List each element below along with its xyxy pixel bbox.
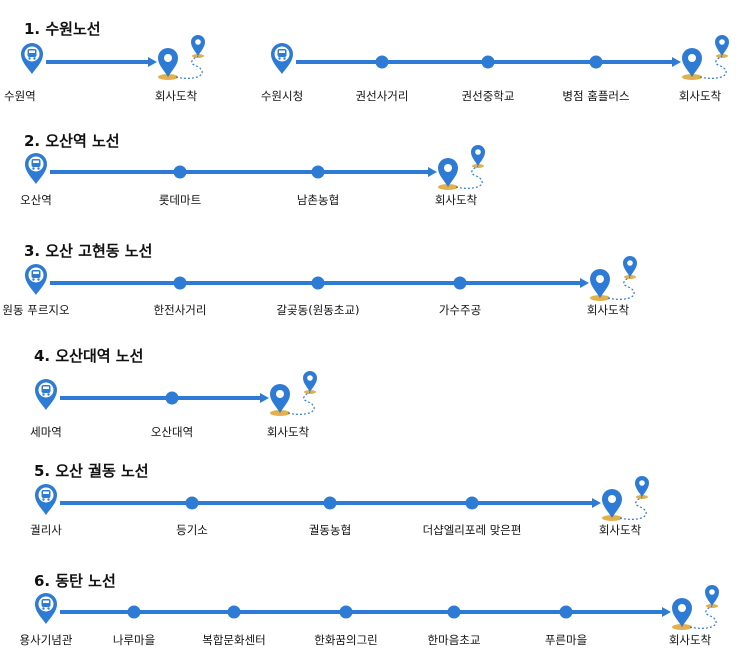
- stop-dot: [173, 276, 187, 290]
- destination-pin-icon: [590, 256, 637, 301]
- route-title: 4. 오산대역 노선: [34, 347, 144, 365]
- bus-stop-pin-icon: [25, 264, 47, 295]
- stop-label: 복합문화센터: [202, 633, 266, 647]
- stop-dot: [165, 391, 179, 405]
- stop-label: 오산역: [20, 193, 52, 207]
- stop-dot: [481, 55, 495, 69]
- stop-label: 푸른마을: [544, 633, 588, 647]
- stop-dot: [311, 165, 325, 179]
- route-title: 1. 수원노선: [24, 20, 101, 38]
- destination-pin-icon: [682, 35, 729, 80]
- stop-label: 남촌농협: [296, 193, 340, 207]
- stop-label: 갈곶동(원동초교): [276, 303, 360, 317]
- arrow-head-icon: [428, 167, 437, 177]
- stop-dot: [339, 605, 353, 619]
- stop-dot: [127, 605, 141, 619]
- stop-dot: [559, 605, 573, 619]
- stop-label: 등기소: [176, 523, 208, 537]
- arrow-head-icon: [580, 278, 589, 288]
- stop-label: 권선사거리: [355, 89, 409, 103]
- arrow-head-icon: [260, 393, 269, 403]
- stop-label: 오산대역: [150, 425, 194, 439]
- stop-dot: [589, 55, 603, 69]
- bus-stop-pin-icon: [35, 593, 57, 624]
- stop-label: 수원역: [4, 89, 36, 103]
- arrow-head-icon: [672, 57, 681, 67]
- stop-dot: [453, 276, 467, 290]
- destination-pin-icon: [672, 585, 719, 630]
- stop-label: 회사도착: [668, 633, 712, 647]
- bus-stop-pin-icon: [35, 484, 57, 515]
- bus-stop-pin-icon: [25, 153, 47, 184]
- stop-label: 수원시청: [260, 89, 304, 103]
- stop-dot: [323, 496, 337, 510]
- route-title: 5. 오산 궐동 노선: [34, 462, 149, 480]
- stop-label: 가수주공: [438, 303, 482, 317]
- destination-pin-icon: [158, 35, 205, 80]
- stop-label: 한전사거리: [153, 303, 207, 317]
- stop-label: 회사도착: [266, 425, 310, 439]
- stop-dot: [311, 276, 325, 290]
- destination-pin-icon: [602, 476, 649, 521]
- stop-dot: [447, 605, 461, 619]
- stop-label: 한화꿈의그린: [314, 633, 378, 647]
- route-title: 3. 오산 고현동 노선: [24, 242, 153, 260]
- arrow-head-icon: [662, 607, 671, 617]
- stop-label: 회사도착: [434, 193, 478, 207]
- stop-label: 세마역: [30, 425, 62, 439]
- stop-label: 더샵엘리포레 맞은편: [422, 523, 522, 537]
- bus-stop-pin-icon: [21, 43, 43, 74]
- stop-label: 회사도착: [598, 523, 642, 537]
- stop-label: 롯데마트: [158, 193, 202, 207]
- stop-label: 나루마을: [112, 633, 156, 647]
- route-title: 6. 동탄 노선: [34, 572, 116, 590]
- arrow-head-icon: [148, 57, 157, 67]
- bus-stop-pin-icon: [271, 43, 293, 74]
- stop-label: 회사도착: [586, 303, 630, 317]
- stop-dot: [227, 605, 241, 619]
- stop-dot: [185, 496, 199, 510]
- destination-pin-icon: [270, 371, 317, 416]
- stop-dot: [375, 55, 389, 69]
- stop-label: 원동 푸르지오: [2, 303, 70, 317]
- stop-label: 회사도착: [678, 89, 722, 103]
- stop-label: 궐동농협: [308, 523, 352, 537]
- stop-label: 병점 홈플러스: [562, 89, 630, 103]
- stop-label: 권선중학교: [461, 89, 515, 103]
- route-title: 2. 오산역 노선: [24, 132, 120, 150]
- stop-dot: [465, 496, 479, 510]
- stop-label: 회사도착: [154, 89, 198, 103]
- stop-label: 용사기념관: [19, 633, 73, 647]
- stop-label: 궐리사: [30, 523, 62, 537]
- arrow-head-icon: [592, 498, 601, 508]
- stop-dot: [173, 165, 187, 179]
- bus-stop-pin-icon: [35, 379, 57, 410]
- destination-pin-icon: [438, 145, 485, 190]
- stop-label: 한마음초교: [427, 633, 481, 647]
